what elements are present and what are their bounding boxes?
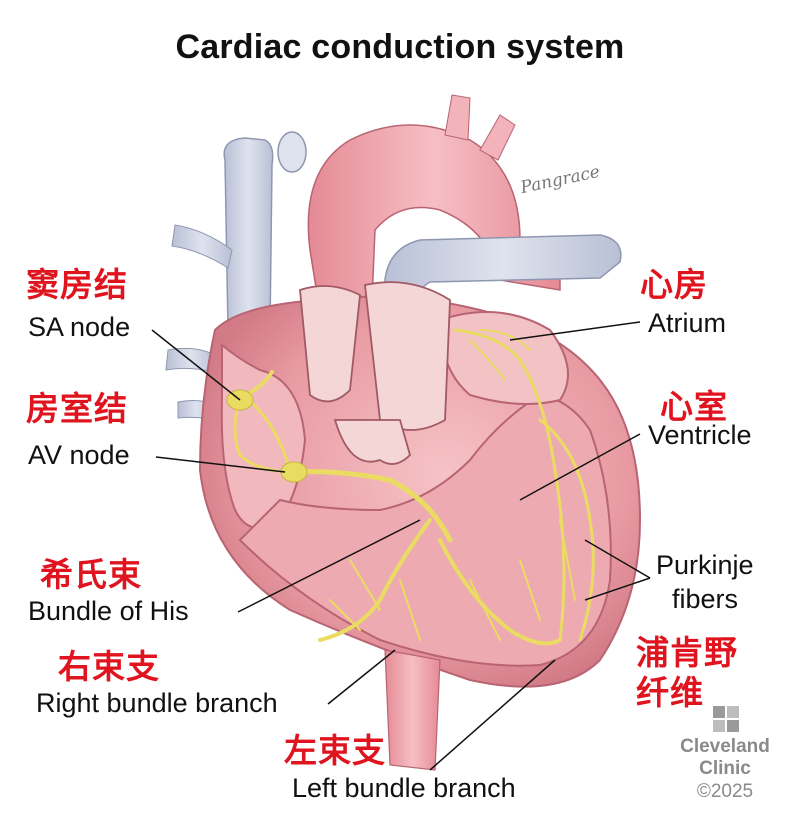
brand-name-line2: Clinic (699, 758, 751, 779)
inferior-vena-cava (384, 649, 441, 771)
label-atrium: Atrium (648, 308, 727, 338)
label-right-bundle-branch: Right bundle branch (36, 688, 278, 718)
annotation-cn-sa-node: 窦房结 (26, 265, 128, 304)
pulmonary-vessels-left (165, 224, 233, 421)
label-bundle-his: Bundle of His (28, 596, 189, 626)
label-sa-node: SA node (28, 312, 131, 342)
annotation-cn-atrium: 心房 (640, 265, 708, 304)
annotation-cn-av-node: 房室结 (26, 389, 128, 428)
annotation-cn-bundle-his: 希氏束 (40, 555, 142, 594)
annotation-cn-left-bundle: 左束支 (284, 731, 386, 770)
annotation-cn-right-bundle: 右束支 (58, 647, 160, 686)
label-ventricle: Ventricle (648, 420, 752, 450)
label-left-bundle-branch: Left bundle branch (292, 773, 516, 803)
brand-name-line1: Cleveland (680, 736, 770, 757)
label-purkinje: Purkinje (656, 550, 754, 580)
superior-vena-cava (223, 131, 307, 331)
page-title: Cardiac conduction system (175, 28, 625, 66)
annotation-cn-ventricle: 心室 (660, 387, 728, 426)
label-av-node: AV node (28, 440, 130, 470)
leader-lines (151, 321, 651, 771)
brand-copyright: ©2025 (696, 781, 754, 802)
heart-valves (299, 281, 451, 465)
cleveland-clinic-brand: Cleveland Clinic ©2025 (680, 736, 770, 804)
label-fibers: fibers (672, 584, 739, 614)
annotation-cn-purkinje-2: 纤维 (636, 673, 704, 712)
conduction-pathways (233, 328, 595, 646)
annotation-cn-purkinje-1: 浦肯野 (636, 633, 738, 672)
cleveland-clinic-logo-icon (713, 706, 739, 732)
